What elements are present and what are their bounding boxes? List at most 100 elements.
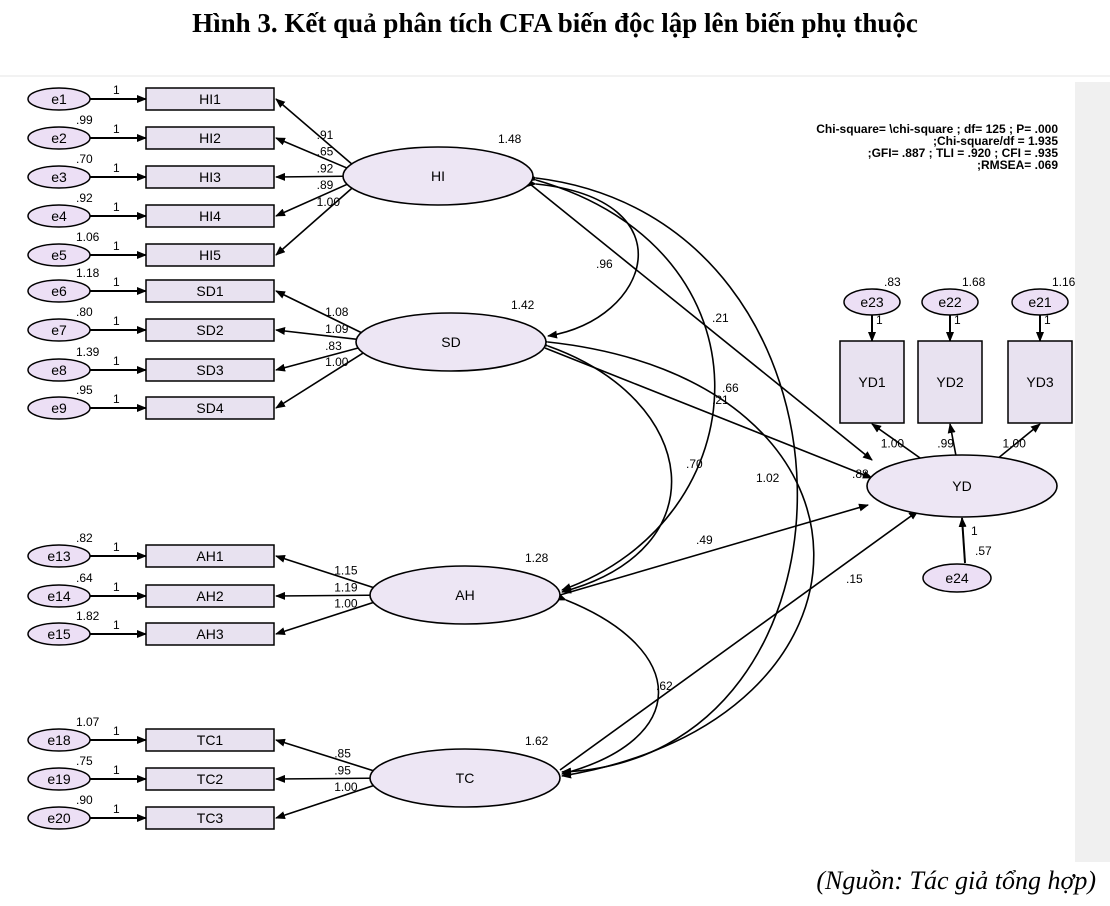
indicator-box-HI3	[145, 165, 275, 189]
figure-title: Hình 3. Kết quả phân tích CFA biến độc l…	[192, 8, 918, 38]
loading-label-TC2: .95	[334, 763, 351, 777]
loading-path-HI2	[275, 137, 356, 173]
loading-path-YD3	[996, 423, 1041, 460]
indicator-box-TC1	[145, 728, 275, 752]
latent-label-SD: SD	[441, 334, 460, 350]
error-label-e21: e21	[1028, 294, 1052, 310]
error-variance-e14: .64	[76, 571, 93, 585]
covariance-label-HI-AH: .66	[722, 381, 739, 395]
error-node-e2	[27, 126, 91, 150]
error-node-e20	[27, 806, 91, 830]
error-node-e19	[27, 767, 91, 791]
regression-path-SD-YD	[544, 347, 873, 479]
error-node-e1	[27, 87, 91, 111]
indicator-box-SD2	[145, 318, 275, 342]
error-node-e23	[843, 288, 901, 316]
covariance-path-HI-SD	[526, 179, 639, 339]
structural-error-weight: 1	[971, 524, 978, 538]
latent-label-YD: YD	[952, 478, 971, 494]
error-variance-e6: 1.18	[76, 266, 100, 280]
error-variance-e23: .83	[884, 275, 901, 289]
indicator-box-SD4	[145, 396, 275, 420]
indicator-label-HI4: HI4	[199, 208, 221, 224]
indicator-label-YD3: YD3	[1026, 374, 1053, 390]
error-variance-e7: .80	[76, 305, 93, 319]
error-path-weight: 1	[113, 239, 120, 253]
indicator-label-SD1: SD1	[196, 283, 223, 299]
error-variance-e5: 1.06	[76, 230, 100, 244]
indicator-label-YD1: YD1	[858, 374, 885, 390]
covariance-path-AH-TC	[556, 592, 660, 776]
indicator-box-HI1	[145, 87, 275, 111]
loading-path-AH2	[275, 591, 383, 600]
error-node-e22	[921, 288, 979, 316]
structural-error-path	[958, 517, 967, 564]
error-path-weight: 1	[113, 392, 120, 406]
error-path-weight: 1	[113, 618, 120, 632]
loading-path-HI4	[275, 180, 356, 217]
error-variance-e13: .82	[76, 531, 93, 545]
regression-label-TC: .15	[846, 572, 863, 586]
covariance-label-HI-TC: 1.02	[756, 471, 780, 485]
covariance-path-HI-AH	[526, 173, 716, 591]
latent-variance-TC: 1.62	[525, 734, 549, 748]
indicator-box-AH2	[145, 584, 275, 608]
fit-statistic-line: ;GFI= .887 ; TLI = .920 ; CFI = .935	[868, 146, 1059, 160]
loading-label-AH1: 1.15	[334, 563, 358, 577]
error-node-e8	[27, 358, 91, 382]
error-label-e24: e24	[945, 570, 969, 586]
indicator-label-TC3: TC3	[197, 810, 224, 826]
indicator-box-TC2	[145, 767, 275, 791]
indicator-label-HI5: HI5	[199, 247, 221, 263]
loading-path-YD2	[947, 423, 958, 460]
indicator-label-SD3: SD3	[196, 362, 223, 378]
indicator-box-HI2	[145, 126, 275, 150]
loading-label-TC1: .85	[334, 747, 351, 761]
error-variance-e15: 1.82	[76, 609, 100, 623]
error-label-e2: e2	[51, 130, 67, 146]
error-node-e14	[27, 584, 91, 608]
regression-path-TC-YD	[559, 510, 919, 771]
latent-node-TC	[369, 748, 561, 808]
indicator-box-AH3	[145, 622, 275, 646]
regression-label-AH: .49	[696, 533, 713, 547]
error-variance-e9: .95	[76, 383, 93, 397]
loading-label-YD3: 1.00	[1003, 437, 1027, 451]
indicator-box-YD1	[839, 340, 905, 424]
canvas-right-strip	[1075, 82, 1110, 862]
error-variance-e18: 1.07	[76, 715, 100, 729]
loading-label-HI2: .65	[317, 145, 334, 159]
loading-path-HI3	[275, 172, 356, 181]
indicator-box-YD3	[1007, 340, 1073, 424]
loading-label-SD3: .83	[325, 339, 342, 353]
error-variance-e20: .90	[76, 793, 93, 807]
loading-path-AH3	[275, 598, 383, 636]
latent-node-YD	[866, 454, 1058, 518]
loading-path-AH1	[275, 554, 383, 592]
latent-label-TC: TC	[456, 770, 475, 786]
latent-variance-AH: 1.28	[525, 551, 549, 565]
error-path-weight: 1	[954, 313, 961, 327]
loading-path-HI5	[275, 184, 356, 256]
latent-variance-HI: 1.48	[498, 132, 522, 146]
covariance-path-SD-AH	[538, 339, 673, 594]
error-variance-e3: .70	[76, 152, 93, 166]
error-node-e6	[27, 279, 91, 303]
error-path-weight: 1	[113, 724, 120, 738]
fit-statistic-line: ;Chi-square/df = 1.935	[933, 134, 1058, 148]
error-path-weight: 1	[113, 314, 120, 328]
structural-error-variance: .57	[975, 544, 992, 558]
covariance-label-SD-TC: .88	[852, 467, 869, 481]
error-node-e7	[27, 318, 91, 342]
loading-path-YD1	[871, 423, 922, 460]
indicator-label-HI2: HI2	[199, 130, 221, 146]
error-path-weight: 1	[113, 200, 120, 214]
covariance-label-HI-SD: .96	[596, 257, 613, 271]
error-label-e13: e13	[47, 548, 71, 564]
loading-label-YD2: .99	[937, 437, 954, 451]
loading-label-HI4: .89	[317, 178, 334, 192]
error-variance-e4: .92	[76, 191, 93, 205]
error-node-e5	[27, 243, 91, 267]
error-path-weight: 1	[1044, 313, 1051, 327]
indicator-box-SD3	[145, 358, 275, 382]
